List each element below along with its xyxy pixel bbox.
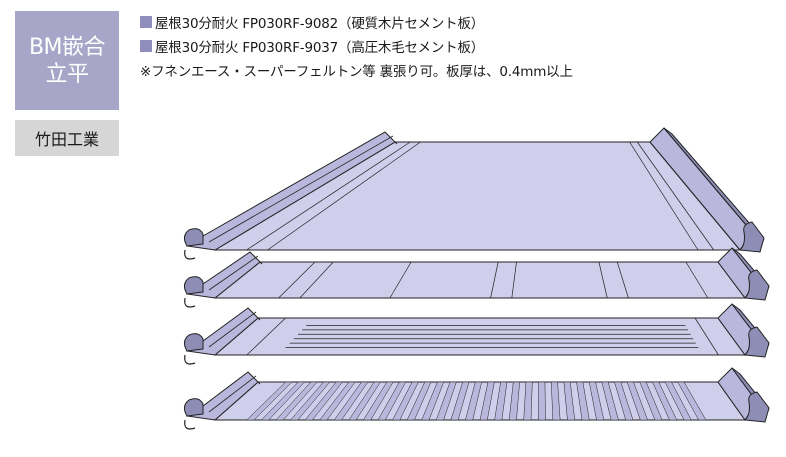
surface-line bbox=[636, 141, 715, 251]
corrugation-rib bbox=[508, 381, 520, 421]
surface-rib bbox=[685, 261, 709, 299]
corrugation-rib bbox=[614, 381, 634, 421]
left-hem-cap bbox=[183, 333, 204, 352]
left-hem-hook bbox=[184, 249, 196, 260]
surface-rib bbox=[389, 261, 412, 299]
right-hem-cap bbox=[743, 269, 770, 301]
left-hem-hook bbox=[184, 419, 196, 430]
spec-text-1: 屋根30分耐火 FP030RF-9082（硬質木片セメント板） bbox=[155, 16, 485, 32]
corrugation-rib bbox=[563, 381, 576, 421]
corrugation-rib bbox=[406, 381, 432, 421]
corrugation-rib bbox=[435, 381, 457, 421]
roof-panel-4 bbox=[183, 367, 770, 430]
surface-line bbox=[267, 141, 421, 251]
corrugation-rib bbox=[289, 381, 331, 421]
square-bullet-icon bbox=[140, 16, 152, 28]
spec-text-2: 屋根30分耐火 FP030RF-9037（高圧木毛セメント板） bbox=[155, 40, 485, 56]
corrugation-rib bbox=[479, 381, 495, 421]
product-title-box: BM嵌合 立平 bbox=[15, 11, 119, 110]
left-hem-cap bbox=[183, 276, 204, 295]
product-title-line-2: 立平 bbox=[45, 61, 89, 87]
roof-panel-2 bbox=[183, 247, 770, 308]
left-seam-ridge bbox=[208, 135, 394, 243]
left-seam-ridge bbox=[208, 311, 257, 348]
corrugation-rib bbox=[652, 381, 678, 421]
surface-line bbox=[246, 141, 411, 251]
left-hem-hook bbox=[184, 354, 196, 365]
corrugation-rib bbox=[601, 381, 619, 421]
corrugation-rib bbox=[421, 381, 445, 421]
surface-rib bbox=[598, 261, 608, 299]
corrugation-rib bbox=[588, 381, 605, 421]
corrugation-rib bbox=[392, 381, 419, 421]
corrugation-rib bbox=[550, 381, 561, 421]
panel-face bbox=[213, 317, 746, 356]
manufacturer-name: 竹田工業 bbox=[34, 130, 99, 149]
right-hem-cap bbox=[743, 326, 770, 358]
corrugation-rib bbox=[523, 381, 533, 421]
corrugation-rib bbox=[362, 381, 394, 421]
surface-rib bbox=[278, 261, 316, 299]
corrugation-rib bbox=[246, 381, 293, 421]
surface-rib bbox=[490, 261, 499, 299]
corrugation-rib bbox=[304, 381, 344, 421]
corrugation-rib bbox=[626, 381, 648, 421]
product-title-line-1: BM嵌合 bbox=[28, 34, 106, 60]
manufacturer-label: 竹田工業 bbox=[15, 120, 119, 156]
panel-face bbox=[213, 261, 746, 299]
surface-rib bbox=[299, 261, 334, 299]
surface-rib bbox=[616, 261, 629, 299]
left-seam-ridge bbox=[208, 375, 257, 413]
corrugation-rib bbox=[494, 381, 508, 421]
right-hem-cap bbox=[738, 221, 765, 253]
corrugation-rib bbox=[538, 381, 546, 421]
left-hem-hook bbox=[184, 297, 196, 308]
roof-panel-1 bbox=[183, 127, 765, 260]
note-text: ※フネンエース・スーパーフェルトン等 裏張り可。板厚は、0.4mm以上 bbox=[140, 64, 573, 80]
corrugation-rib bbox=[377, 381, 407, 421]
surface-line bbox=[629, 141, 699, 251]
corrugation-rib bbox=[664, 381, 692, 421]
corrugation-rib bbox=[450, 381, 470, 421]
surface-rib bbox=[511, 261, 517, 299]
corrugation-rib bbox=[576, 381, 590, 421]
corrugation-rib bbox=[348, 381, 381, 421]
left-seam-ridge bbox=[208, 255, 259, 291]
corrugation-rib bbox=[639, 381, 663, 421]
corrugation-rib bbox=[333, 381, 369, 421]
surface-line bbox=[694, 317, 719, 356]
corrugation-rib bbox=[465, 381, 482, 421]
corrugation-rib bbox=[260, 381, 306, 421]
surface-line bbox=[246, 317, 286, 356]
corrugation-rib bbox=[275, 381, 318, 421]
left-hem-cap bbox=[183, 228, 204, 247]
corrugation-rib bbox=[319, 381, 356, 421]
left-hem-cap bbox=[183, 398, 204, 417]
right-hem-cap bbox=[743, 391, 770, 423]
spec-line-1: 屋根30分耐火 FP030RF-9082（硬質木片セメント板） bbox=[140, 12, 780, 32]
spec-line-2: 屋根30分耐火 FP030RF-9037（高圧木毛セメント板） bbox=[140, 36, 780, 56]
roof-panel-3 bbox=[183, 303, 770, 365]
corrugation-rib bbox=[677, 381, 707, 421]
square-bullet-icon bbox=[140, 40, 152, 52]
note-line: ※フネンエース・スーパーフェルトン等 裏張り可。板厚は、0.4mm以上 bbox=[140, 60, 780, 80]
